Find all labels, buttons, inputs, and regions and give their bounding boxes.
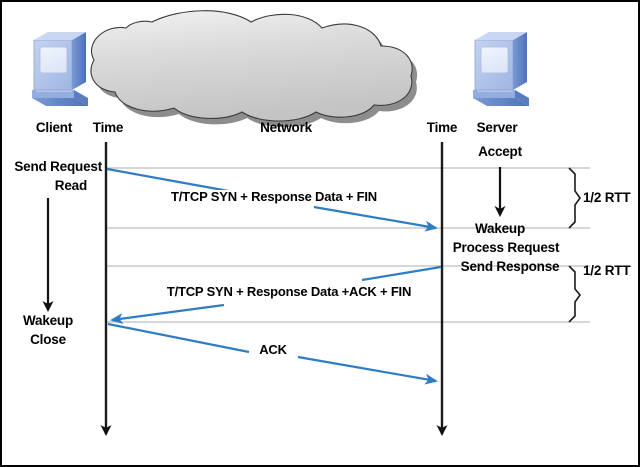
message-arrow-3 bbox=[107, 322, 438, 385]
message-label-3: ACK bbox=[256, 343, 290, 356]
server-event-wakeup: Wakeup bbox=[474, 221, 526, 236]
message-arrow-2 bbox=[110, 265, 442, 324]
rtt-bracket-bottom bbox=[568, 265, 582, 323]
server-computer-icon bbox=[473, 32, 529, 106]
server-event-accept: Accept bbox=[478, 144, 522, 159]
client-event-read: Read bbox=[54, 178, 87, 193]
rtt-label-bottom: 1/2 RTT bbox=[583, 263, 631, 278]
cloud-icon bbox=[90, 10, 418, 128]
client-event-wakeup: Wakeup bbox=[22, 313, 74, 328]
client-time-label: Time bbox=[92, 120, 124, 135]
server-time-label: Time bbox=[426, 120, 458, 135]
network-label: Network bbox=[260, 120, 312, 135]
rtt-label-top: 1/2 RTT bbox=[583, 190, 631, 205]
server-event-process-request: Process Request bbox=[452, 240, 560, 255]
server-label: Server bbox=[476, 120, 518, 135]
client-event-close: Close bbox=[30, 332, 66, 347]
message-label-1: T/TCP SYN + Response Data + FIN bbox=[168, 190, 380, 203]
client-computer-icon bbox=[32, 32, 88, 106]
rtt-bracket-top bbox=[568, 167, 581, 229]
guide-lines bbox=[106, 167, 590, 323]
message-arrow-1 bbox=[106, 167, 438, 232]
message-label-2: T/TCP SYN + Response Data +ACK + FIN bbox=[163, 285, 415, 298]
client-label: Client bbox=[35, 120, 73, 135]
client-event-send-request: Send Request bbox=[14, 159, 102, 174]
server-event-send-response: Send Response bbox=[460, 259, 560, 274]
